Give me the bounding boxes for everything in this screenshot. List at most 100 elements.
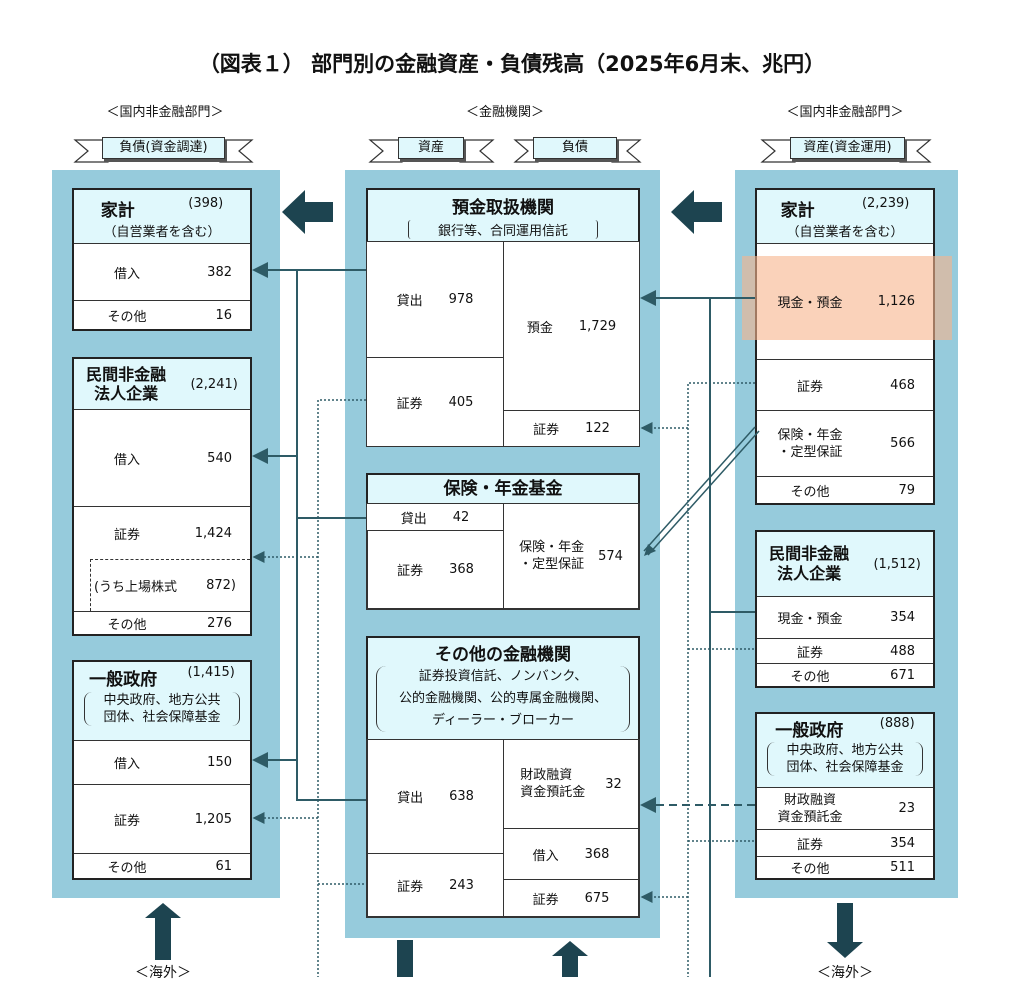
other-fi-name: その他の金融機関 (435, 645, 571, 665)
left-corp-total: (2,241) (190, 376, 238, 392)
row-label: 証券 (113, 813, 140, 829)
insurance-name: 保険・年金基金 (443, 479, 563, 499)
deposit-sub: 銀行等、合同運用信託 (408, 220, 598, 239)
left-gov-total: (1,415) (187, 665, 235, 680)
left-household-name: 家計 (100, 201, 135, 221)
right-gov-name: 一般政府 (775, 721, 844, 741)
right-corp-name: 民間非金融 法人企業 (769, 544, 850, 583)
right-gov-sub: 中央政府、地方公共 団体、社会保障基金 (767, 742, 923, 776)
left-corp-box: 民間非金融 法人企業 (2,241) 借入 540 証券 1,424 (うち上場株式 8… (72, 357, 252, 636)
other-fiscal-deposits: 財政融資 資金預託金 32 (503, 739, 640, 829)
deposit-loans: 貸出 978 (366, 241, 504, 358)
row-label: 証券 (397, 879, 424, 895)
right-household-total: (2,239) (861, 196, 910, 211)
row-value: 1,126 (877, 294, 915, 309)
left-gov-sub: 中央政府、地方公共 団体、社会保障基金 (84, 692, 240, 726)
row-value: 468 (890, 377, 915, 393)
row-label: 預金 (526, 320, 553, 336)
row-label: 証券 (796, 379, 823, 395)
right-corp-total: (1,512) (873, 556, 921, 572)
row-label: 貸出 (396, 294, 423, 309)
row-label: 現金・預金 (777, 612, 843, 627)
row-label: 証券 (396, 396, 423, 412)
other-securities: 証券 243 (366, 853, 504, 918)
row-value: 405 (448, 394, 474, 410)
row-value: 61 (215, 858, 232, 874)
deposit-securities: 証券 405 (366, 357, 504, 447)
left-household-total: (398) (188, 196, 224, 211)
ribbon-assets-investment: 資産(資金運用) (790, 137, 905, 159)
insurance-pension-liab: 保険・年金 ・定型保証 574 (503, 503, 640, 610)
left-corp-name: 民間非金融 法人企業 (86, 365, 167, 403)
insurance-box-header: 保険・年金基金 (366, 473, 640, 504)
row-value: 276 (207, 615, 232, 631)
row-label: 証券 (532, 892, 559, 908)
row-label: (うち上場株式 (93, 580, 178, 595)
row-value: 122 (585, 421, 610, 436)
row-value: 978 (448, 292, 474, 307)
left-gov-box: 一般政府 (1,415) 中央政府、地方公共 団体、社会保障基金 借入 150 証券… (72, 660, 252, 880)
row-value: 1,729 (578, 318, 617, 334)
row-value: 368 (449, 562, 474, 577)
row-value: 23 (898, 801, 915, 816)
row-value: 638 (449, 789, 474, 804)
row-value: 488 (890, 643, 915, 659)
ribbon-assets: 資産 (398, 137, 464, 159)
row-label: 証券 (113, 527, 140, 543)
left-gov-name: 一般政府 (89, 670, 158, 690)
right-gov-box: 一般政府 (888) 中央政府、地方公共 団体、社会保障基金 財政融資 資金預託金… (755, 712, 935, 880)
row-value: 16 (215, 307, 232, 323)
overseas-label-right: ＜海外＞ (817, 965, 873, 981)
other-fi-sub: 証券投資信託、ノンバンク、 公的金融機関、公的専属金融機関、 ディーラー・ブロー… (376, 666, 630, 732)
other-liab-securities: 証券 675 (503, 879, 640, 918)
row-label: 現金・預金 (777, 296, 843, 311)
row-value: 574 (598, 548, 623, 564)
row-value: 354 (890, 610, 915, 625)
row-value: 354 (890, 835, 915, 851)
row-value: 1,424 (194, 525, 232, 541)
row-label: 貸出 (397, 791, 424, 806)
row-value: 382 (207, 264, 232, 280)
deposit-liab-securities: 証券 122 (503, 410, 640, 447)
row-label: その他 (790, 669, 830, 685)
other-loans: 貸出 638 (366, 739, 504, 854)
page-title: （図表１） 部門別の金融資産・負債残高（2025年6月末、兆円） (198, 52, 826, 76)
row-label: 借入 (532, 848, 559, 864)
left-household-sub: （自営業者を含む） (103, 225, 221, 240)
row-label: 借入 (113, 452, 140, 468)
row-value: 79 (898, 482, 915, 498)
right-gov-total: (888) (879, 716, 915, 731)
row-label: 財政融資 資金預託金 (777, 792, 843, 825)
section-left-label: ＜国内非金融部門＞ (106, 105, 224, 120)
row-label: 借入 (113, 266, 140, 282)
row-value: 872) (206, 578, 236, 593)
row-value: 243 (449, 877, 474, 893)
row-value: 150 (207, 755, 232, 770)
row-label: 証券 (796, 645, 823, 661)
section-middle-label: ＜金融機関＞ (465, 105, 544, 120)
other-fi-box-header: その他の金融機関 証券投資信託、ノンバンク、 公的金融機関、公的専属金融機関、 … (366, 636, 640, 740)
row-value: 675 (584, 890, 610, 906)
row-label: 貸出 (400, 511, 427, 527)
ribbon-liabilities-funding: 負債(資金調達) (102, 137, 225, 159)
row-label: 保険・年金 ・定型保証 (519, 540, 585, 572)
row-label: 借入 (113, 757, 140, 772)
right-household-sub: （自営業者を含む） (786, 225, 904, 240)
row-label: その他 (790, 862, 830, 877)
row-label: その他 (790, 484, 830, 500)
row-value: 1,205 (194, 811, 232, 827)
ribbon-liabilities: 負債 (533, 137, 617, 159)
row-label: 証券 (533, 423, 560, 438)
row-label: 保険・年金 ・定型保証 (777, 427, 843, 460)
deposit-deposits: 預金 1,729 (503, 241, 640, 411)
row-value: 540 (207, 450, 232, 466)
row-label: 財政融資 資金預託金 (520, 768, 586, 800)
row-value: 32 (605, 776, 622, 792)
